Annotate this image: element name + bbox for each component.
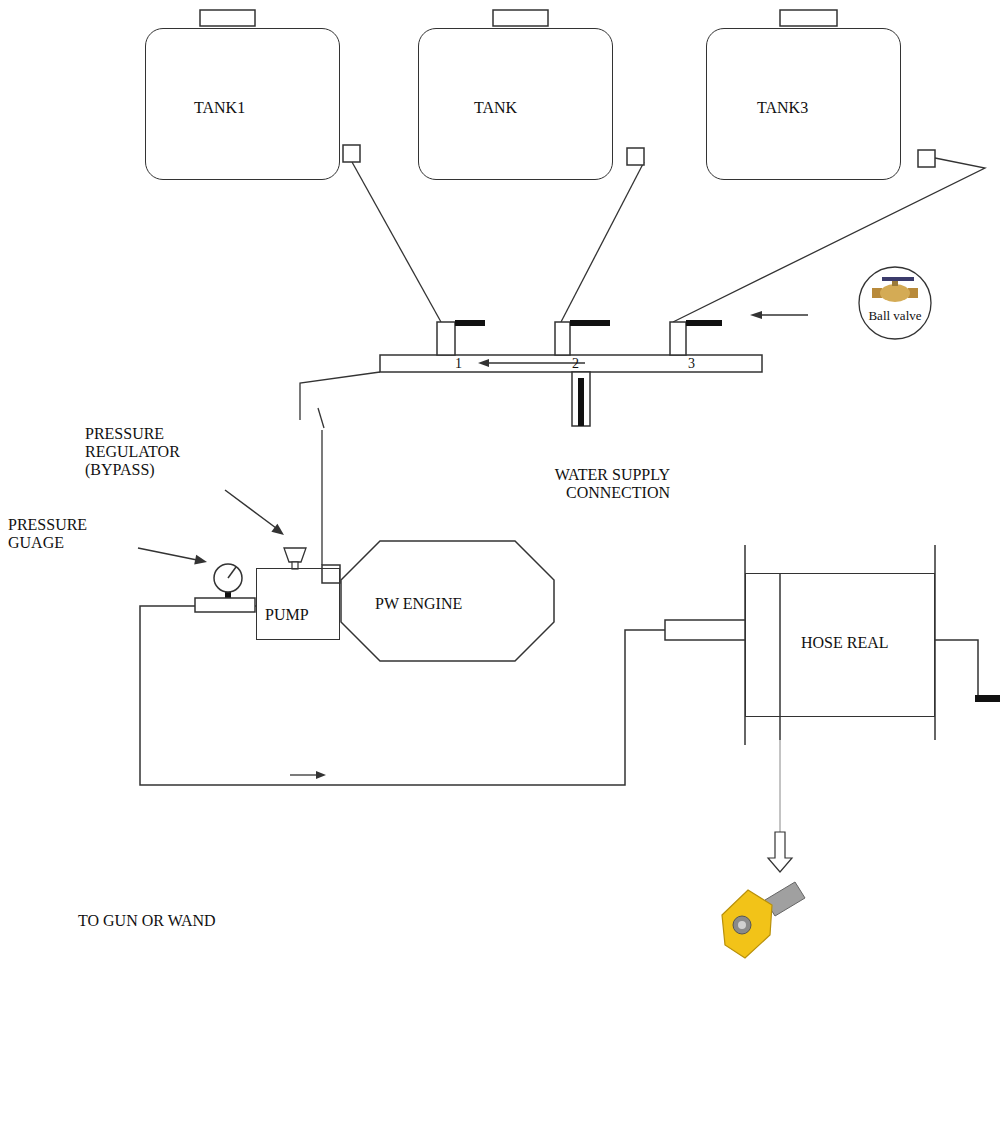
pressure-gauge bbox=[214, 564, 242, 592]
valve-handle bbox=[570, 320, 610, 326]
valve-pipes bbox=[437, 322, 686, 355]
callout-arrow bbox=[760, 314, 808, 316]
leader-arrow bbox=[138, 548, 197, 560]
callout-arrowhead bbox=[750, 311, 762, 319]
pump-outlet bbox=[195, 598, 255, 612]
leader-arrow bbox=[225, 490, 276, 528]
water-pipe-core bbox=[578, 378, 584, 426]
reel-drum bbox=[779, 573, 781, 740]
flow-arrow bbox=[486, 362, 585, 363]
leader-arrowhead bbox=[271, 524, 284, 535]
part-label: PRESSURE REGULATOR (BYPASS) bbox=[85, 425, 205, 479]
pump-box: PUMP bbox=[256, 568, 340, 640]
nozzle-orifice bbox=[738, 921, 746, 929]
node-outline bbox=[858, 266, 932, 340]
node-text: TANK3 bbox=[757, 99, 808, 117]
reel-crank bbox=[935, 640, 978, 697]
callout-number: 3 bbox=[688, 356, 695, 371]
node-text: TANK bbox=[474, 99, 517, 117]
tank-outlet bbox=[918, 150, 935, 167]
hose-reel-box: HOSE REAL bbox=[745, 573, 935, 717]
nozzle-body bbox=[722, 890, 772, 958]
valve-pipe bbox=[555, 322, 570, 355]
outline-shape bbox=[341, 541, 554, 661]
hose-reel-frame bbox=[745, 545, 978, 745]
part-label: WATER SUPPLY CONNECTION bbox=[498, 466, 670, 502]
tank-box: TANK1 bbox=[145, 28, 340, 180]
leader-arrowhead bbox=[194, 555, 207, 565]
node-text: PW ENGINE bbox=[375, 595, 462, 613]
valve-handle bbox=[686, 320, 722, 326]
callout-circle: Ball valve bbox=[858, 266, 932, 340]
nozzle-tip bbox=[722, 882, 805, 958]
tank-cap bbox=[493, 10, 548, 26]
tank-outlet bbox=[343, 145, 360, 162]
callout-number: 2 bbox=[572, 356, 579, 371]
tank-caps bbox=[200, 10, 837, 26]
valve-handles bbox=[455, 320, 722, 326]
gauge-needle bbox=[228, 567, 236, 578]
tank-cap bbox=[780, 10, 837, 26]
supply-line bbox=[318, 408, 324, 428]
pressure-regulator bbox=[284, 548, 306, 562]
note-label: TO GUN OR WAND bbox=[78, 912, 216, 930]
outline-shape bbox=[859, 267, 931, 339]
part-label: PRESSURE GUAGE bbox=[8, 516, 108, 552]
tank-cap bbox=[200, 10, 255, 26]
supply-line bbox=[321, 430, 322, 565]
nozzle-nut bbox=[733, 916, 751, 934]
tank-hose bbox=[561, 162, 644, 322]
flow-arrow bbox=[290, 774, 317, 775]
tank-outlet bbox=[627, 148, 644, 165]
node-text: Ball valve bbox=[858, 308, 932, 324]
valve-pipe bbox=[670, 322, 686, 355]
manifold bbox=[380, 355, 762, 372]
flow-arrowhead bbox=[316, 771, 326, 779]
tank-hose bbox=[352, 162, 441, 322]
engine-octagon: PW ENGINE bbox=[340, 540, 555, 662]
flow-arrowhead bbox=[478, 359, 489, 367]
reel-inlet bbox=[665, 620, 745, 640]
ball-valve-picture bbox=[872, 277, 918, 302]
tank-box: TANK3 bbox=[706, 28, 901, 180]
hose bbox=[780, 740, 781, 832]
valve-part bbox=[882, 277, 914, 281]
valve-handle bbox=[455, 320, 485, 326]
callout-number: 1 bbox=[455, 356, 462, 371]
tank-hoses bbox=[300, 158, 985, 565]
valve-part bbox=[880, 284, 910, 302]
node-text: HOSE REAL bbox=[801, 634, 889, 652]
tank-hose bbox=[673, 158, 985, 322]
hollow-arrow bbox=[768, 832, 792, 872]
node-text: PUMP bbox=[265, 606, 309, 624]
valve-pipe bbox=[437, 322, 455, 355]
supply-line bbox=[300, 372, 380, 420]
water-pipe bbox=[572, 372, 590, 426]
reel-handle bbox=[975, 695, 1000, 702]
node-text: TANK1 bbox=[194, 99, 245, 117]
tank-box: TANK bbox=[418, 28, 613, 180]
